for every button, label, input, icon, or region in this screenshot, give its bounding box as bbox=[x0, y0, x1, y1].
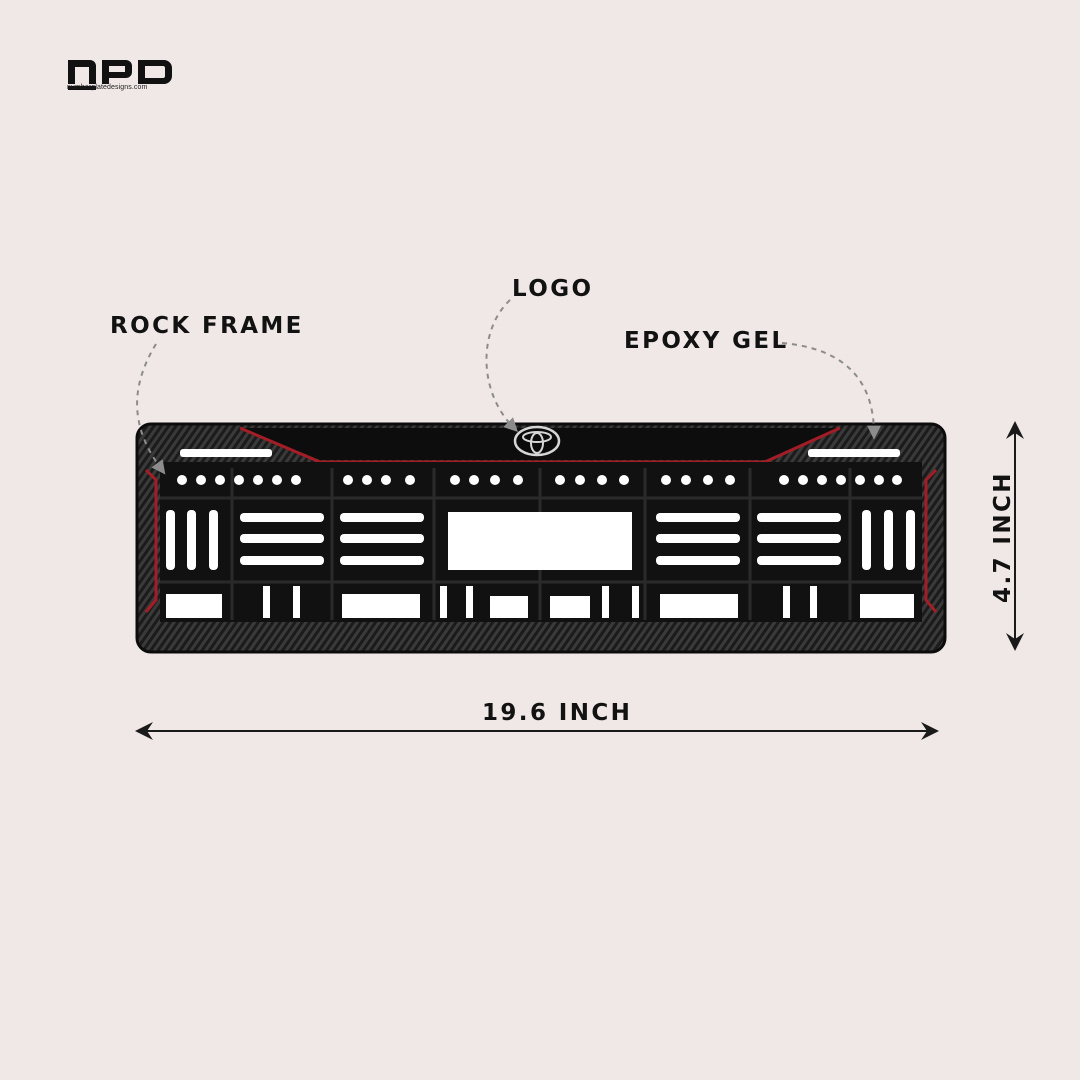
ribs bbox=[160, 468, 922, 620]
horizontal-slots bbox=[240, 513, 841, 565]
height-dimension-label: 4.7 INCH bbox=[990, 471, 1016, 603]
logo-label: LOGO bbox=[512, 276, 594, 302]
npd-logo-icon bbox=[68, 60, 172, 90]
epoxy-gel-callout-arrow bbox=[781, 342, 881, 440]
rock-frame-label: ROCK FRAME bbox=[110, 313, 304, 339]
epoxy-gel-label: EPOXY GEL bbox=[624, 328, 789, 354]
brand-url: numberplatedesigns.com bbox=[67, 84, 148, 91]
bottom-slots bbox=[166, 586, 914, 618]
vertical-slots bbox=[166, 510, 915, 570]
car-brand-emblem-icon bbox=[513, 425, 561, 457]
width-dimension-label: 19.6 INCH bbox=[482, 700, 633, 726]
center-window bbox=[448, 512, 632, 570]
logo-callout-arrow bbox=[485, 299, 518, 432]
dot-row bbox=[177, 475, 902, 485]
